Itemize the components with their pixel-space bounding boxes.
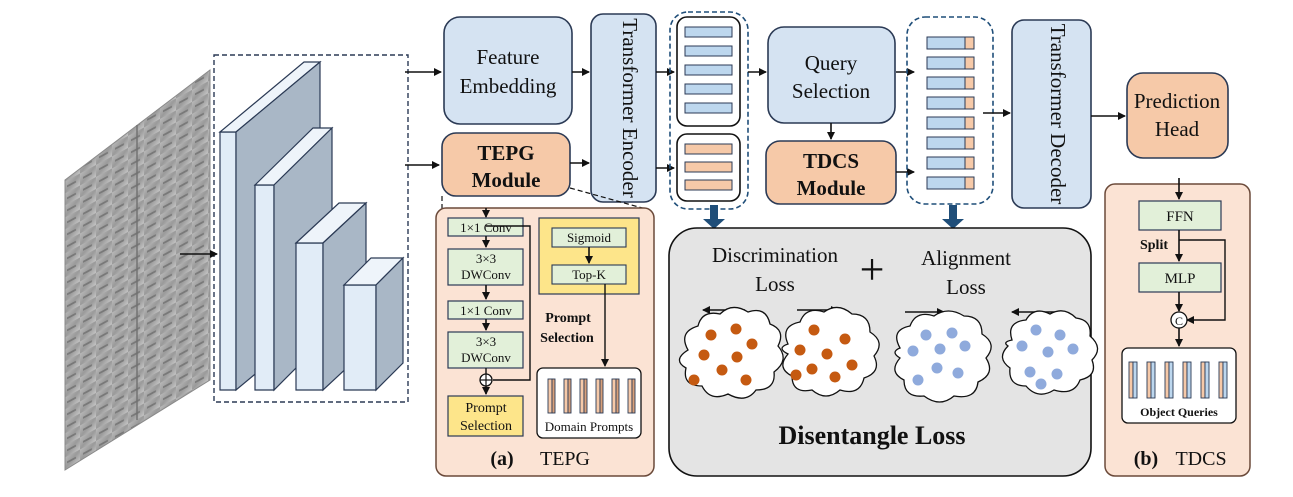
conv1x1-label-1: 1×1 Conv <box>460 220 512 235</box>
prediction-head-label-2: Head <box>1155 117 1200 141</box>
tepg-module-label-2: Module <box>472 168 541 192</box>
feature-embedding-label-1: Feature <box>477 45 540 69</box>
queries-to-loss-arrow <box>942 205 964 229</box>
ffn-box <box>1138 200 1222 231</box>
input-image <box>64 68 211 471</box>
ffn-label: FFN <box>1166 209 1194 225</box>
prompt-tokens <box>684 143 733 191</box>
tepg-module-box <box>441 132 571 197</box>
transformer-encoder-box <box>590 13 657 203</box>
transformer-decoder-box <box>1011 19 1092 209</box>
split-branch-arrow <box>1179 239 1226 324</box>
prediction-head-label-1: Prediction <box>1134 89 1221 113</box>
sigmoid-label: Sigmoid <box>567 230 612 245</box>
mlp-label: MLP <box>1165 271 1196 287</box>
feature-tokens <box>684 26 733 114</box>
prompt-selection-box-label-1: Prompt <box>465 401 506 416</box>
encoder-tokens-frame <box>669 11 749 210</box>
tdcs-caption-text: TDCS <box>1175 448 1226 470</box>
concat-label: C <box>1175 314 1183 328</box>
orange-cluster-2 <box>781 306 880 397</box>
query-tokens <box>926 36 975 190</box>
query-selection-label-1: Query <box>805 51 858 75</box>
feature-embedding-label-2: Embedding <box>460 74 557 98</box>
topk-box <box>551 264 627 285</box>
prediction-head-box <box>1126 72 1229 159</box>
feature-embedding-box <box>443 16 573 125</box>
conv1x1-label-2: 1×1 Conv <box>460 303 512 318</box>
prompt-selection-box <box>447 395 524 437</box>
transformer-encoder-label: Transformer Encoder <box>618 18 642 197</box>
tepg-skip-connection <box>486 225 531 381</box>
backbone-frame <box>213 54 409 403</box>
object-queries-label: Object Queries <box>1140 405 1218 419</box>
add-icon <box>479 373 493 387</box>
blue-cluster-2 <box>1001 310 1099 395</box>
tepg-caption-letter: (a) <box>490 448 513 470</box>
discrimination-loss-label-2: Loss <box>755 272 795 296</box>
alignment-loss-label-2: Loss <box>946 275 986 299</box>
tdcs-module-label-2: Module <box>797 176 866 200</box>
dwconv-label-2a: 3×3 <box>476 334 496 349</box>
tepg-caption-text: TEPG <box>540 448 590 470</box>
tdcs-module-label-1: TDCS <box>803 149 859 173</box>
query-selection-box <box>767 26 896 124</box>
tepg-module-label-1: TEPG <box>477 141 534 165</box>
query-selection-label-2: Selection <box>792 79 871 103</box>
backbone-block-4 <box>342 256 405 392</box>
prompt-selection-box-label-2: Selection <box>460 419 512 434</box>
blue-cluster-1 <box>894 310 992 403</box>
object-query-bars <box>1128 361 1228 399</box>
dwconv-label-2b: DWConv <box>461 350 511 365</box>
backbone-blocks <box>218 60 405 392</box>
disentangle-loss-title: Disentangle Loss <box>778 421 965 450</box>
tdcs-caption-letter: (b) <box>1134 448 1158 470</box>
prompt-selection-label-2: Selection <box>540 331 594 346</box>
domain-prompt-bars <box>547 378 636 414</box>
encoder-to-loss-arrow <box>703 205 725 229</box>
plus-sign: + <box>860 245 885 294</box>
dwconv-box-1 <box>447 248 524 286</box>
mlp-box <box>1138 262 1222 293</box>
domain-prompts-label: Domain Prompts <box>545 419 633 434</box>
tepg-zoom-line-right <box>569 187 647 210</box>
alignment-loss-label-1: Alignment <box>921 246 1011 270</box>
split-label: Split <box>1140 238 1168 253</box>
query-tokens-frame <box>906 16 994 205</box>
topk-label: Top-K <box>572 267 606 282</box>
transformer-decoder-label: Transformer Decoder <box>1046 24 1070 205</box>
dwconv-label-1b: DWConv <box>461 267 511 282</box>
dwconv-label-1a: 3×3 <box>476 251 496 266</box>
orange-cluster-1 <box>678 306 784 399</box>
prompt-selection-label-1: Prompt <box>545 311 591 326</box>
discrimination-loss-label-1: Discrimination <box>712 243 838 267</box>
dwconv-box-2 <box>447 331 524 369</box>
